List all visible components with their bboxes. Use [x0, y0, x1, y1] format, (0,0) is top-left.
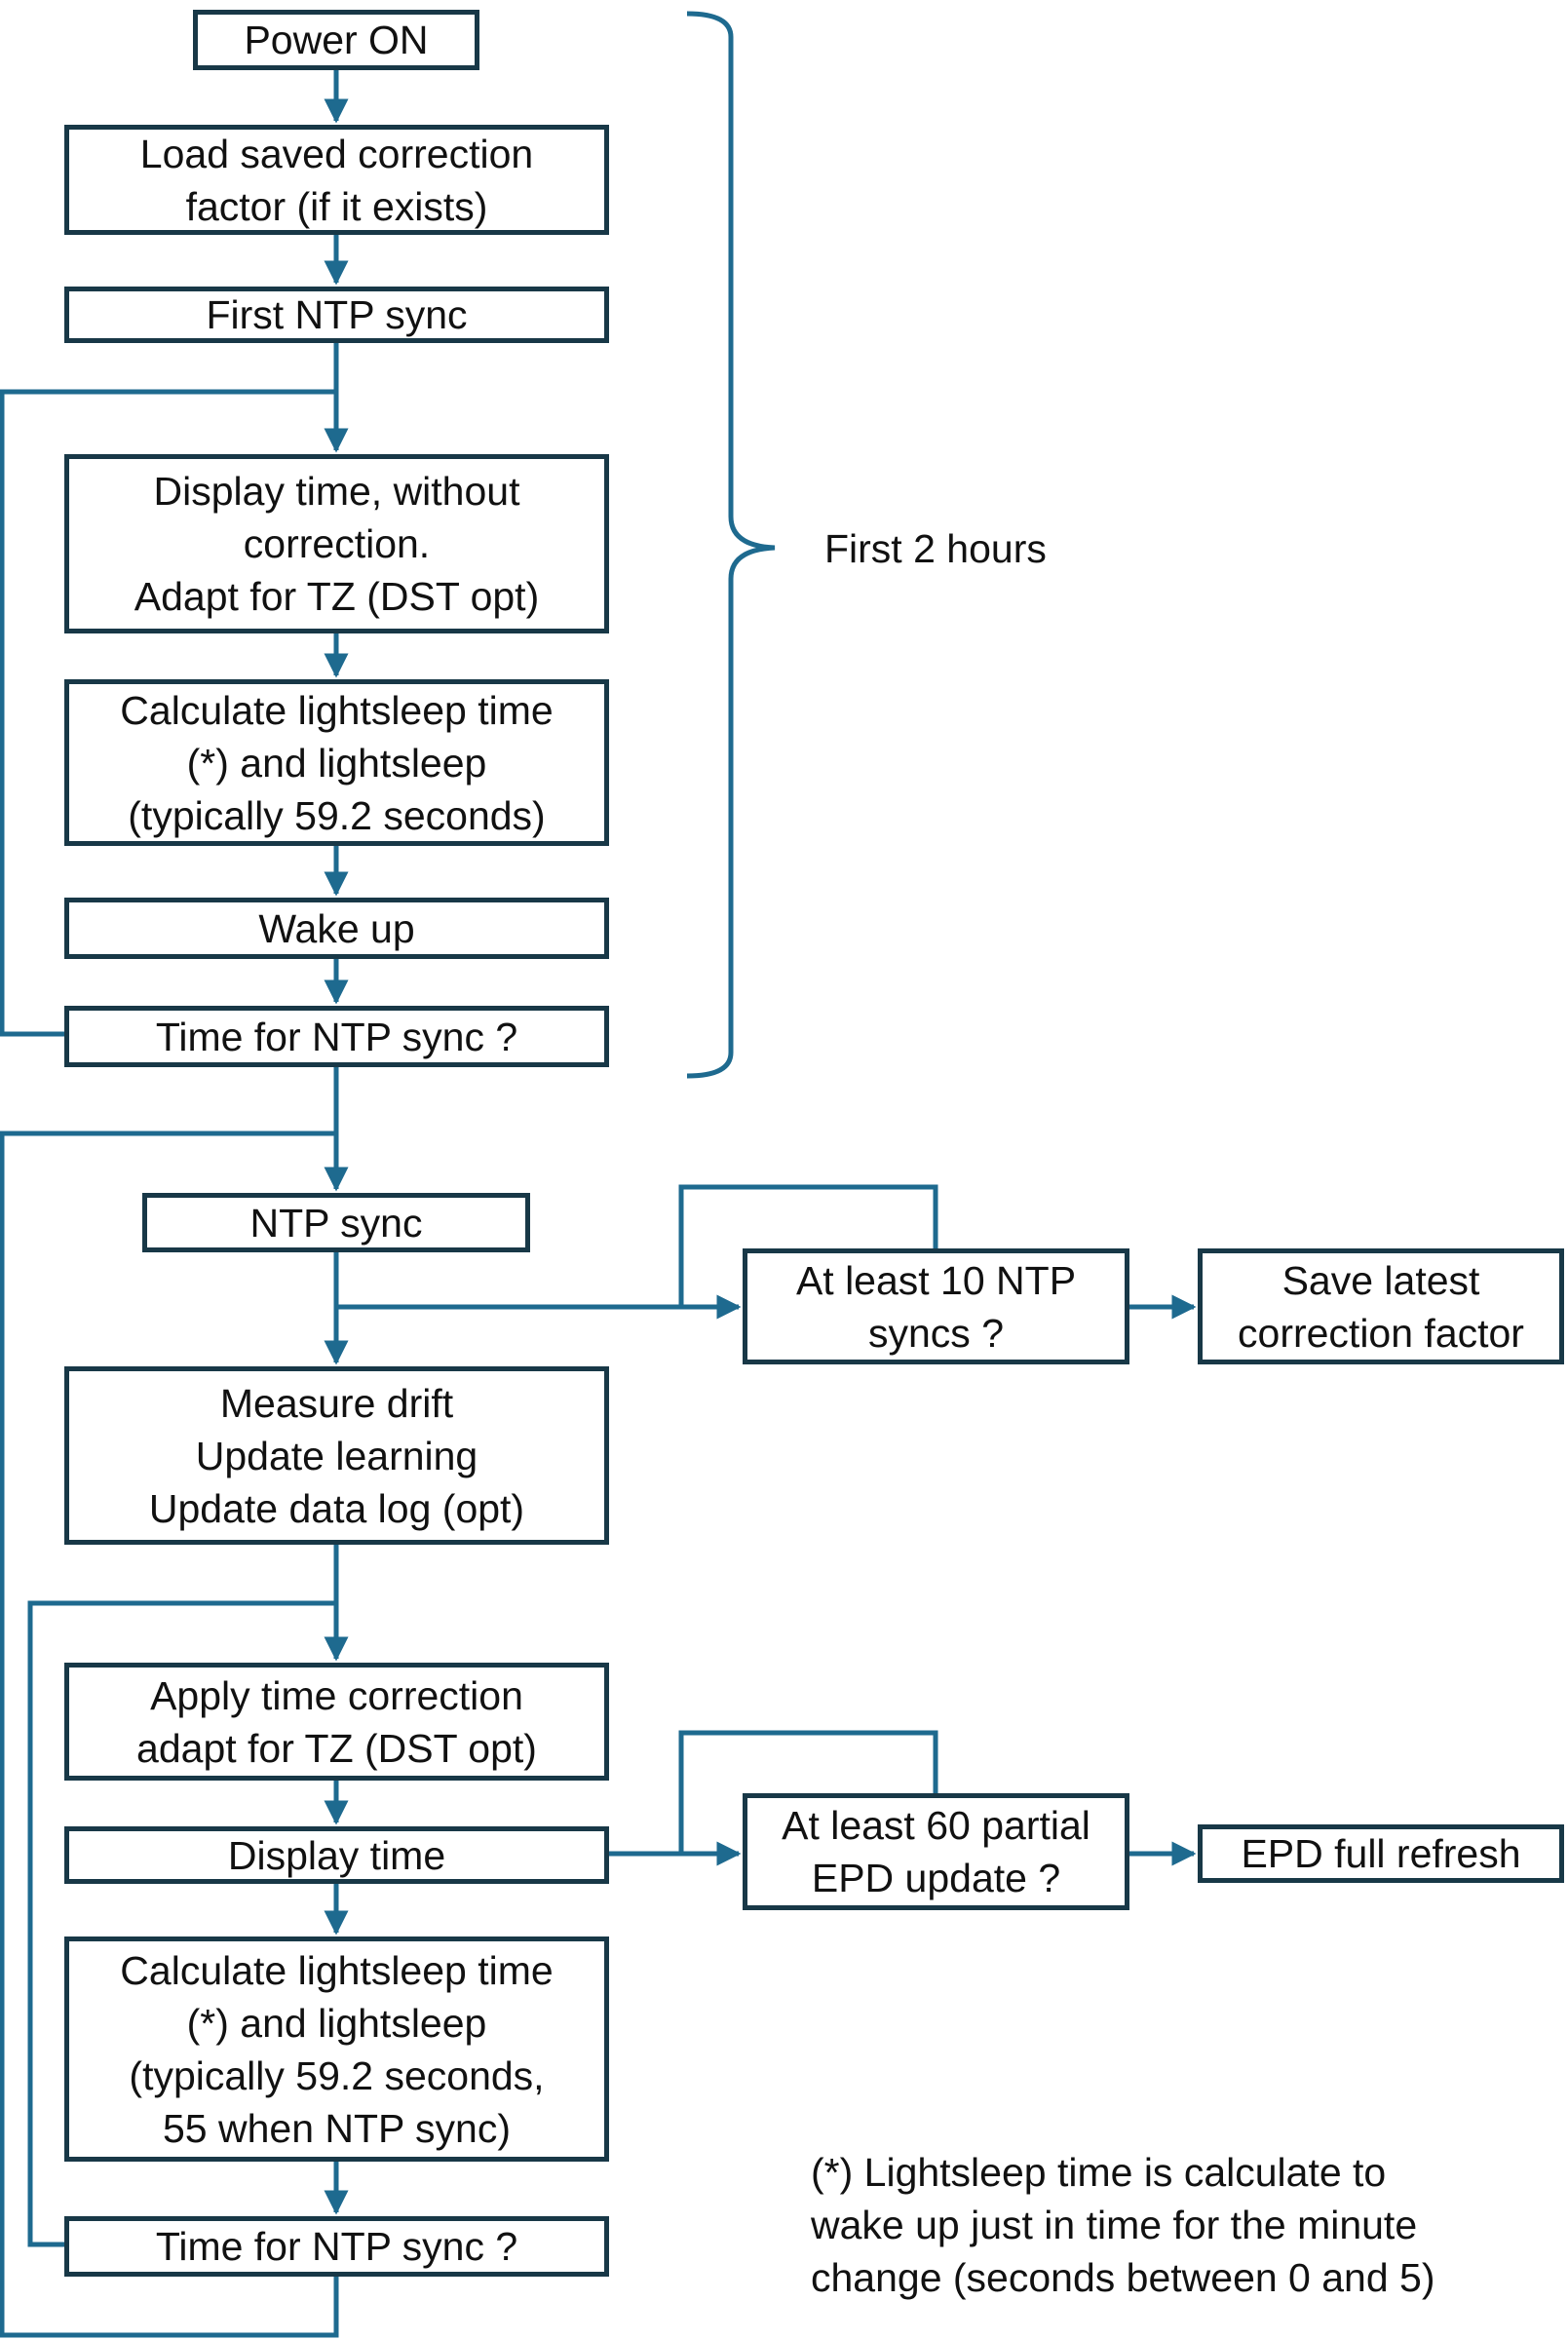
loop-at-least-10	[678, 1184, 938, 1307]
time-for-ntp-sync-box-1: Time for NTP sync ?	[64, 1006, 609, 1067]
calc-lightsleep-box-2: Calculate lightsleep time (*) and lights…	[64, 1936, 609, 2162]
first-ntp-sync-box: First NTP sync	[64, 287, 609, 343]
load-correction-box: Load saved correction factor (if it exis…	[64, 125, 609, 235]
footnote: (*) Lightsleep time is calculate to wake…	[811, 2150, 1435, 2300]
measure-drift-box: Measure drift Update learning Update dat…	[64, 1366, 609, 1545]
at-least-10-ntp-box: At least 10 NTP syncs ?	[743, 1248, 1129, 1364]
loop-at-least-60	[678, 1730, 938, 1854]
display-time-box: Display time	[64, 1826, 609, 1884]
time-for-ntp-sync-box-2: Time for NTP sync ?	[64, 2216, 609, 2277]
loop-outer	[0, 1131, 339, 2338]
ntp-sync-box: NTP sync	[142, 1193, 530, 1252]
loop-inner	[27, 1600, 336, 2247]
epd-full-refresh-box: EPD full refresh	[1198, 1824, 1564, 1883]
loop-first-two-hours	[0, 389, 336, 1037]
brace-first-two-hours	[686, 11, 776, 1079]
wake-up-box: Wake up	[64, 898, 609, 959]
save-latest-correction-box: Save latest correction factor	[1198, 1248, 1564, 1364]
calc-lightsleep-box-1: Calculate lightsleep time (*) and lights…	[64, 679, 609, 846]
power-on-box: Power ON	[193, 10, 479, 70]
apply-time-correction-box: Apply time correction adapt for TZ (DST …	[64, 1663, 609, 1781]
display-no-correction-box: Display time, without correction. Adapt …	[64, 454, 609, 633]
at-least-60-partial-box: At least 60 partial EPD update ?	[743, 1793, 1129, 1910]
brace-label: First 2 hours	[824, 526, 1047, 571]
